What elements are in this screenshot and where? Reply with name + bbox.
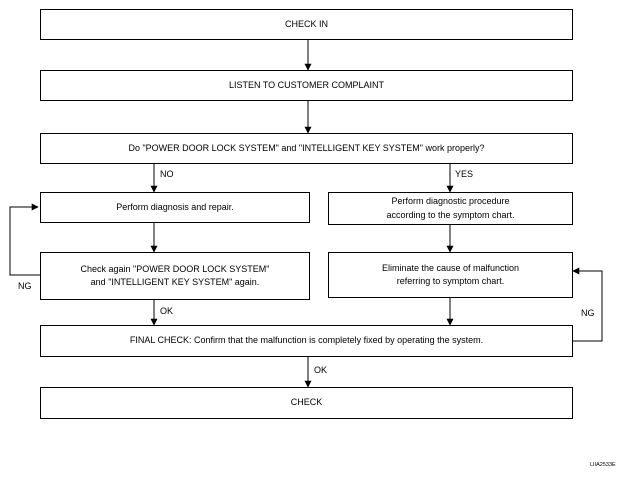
step-final-check: FINAL CHECK: Confirm that the malfunctio…	[40, 325, 573, 357]
step-diagnostic-procedure-line-1: Perform diagnostic procedure	[391, 196, 510, 206]
step-question: Do "POWER DOOR LOCK SYSTEM" and "INTELLI…	[40, 133, 573, 164]
step-check-in-text: CHECK IN	[284, 18, 328, 29]
loop-label-ng-right: NG	[581, 308, 595, 318]
step-diagnosis: Perform diagnosis and repair.	[40, 192, 310, 223]
figure-code: LIIA2533E	[590, 462, 616, 468]
step-eliminate: Eliminate the cause of malfunction refer…	[328, 252, 573, 298]
step-listen-text: LISTEN TO CUSTOMER COMPLAINT	[228, 79, 385, 90]
branch-label-ok-1: OK	[160, 306, 174, 316]
step-eliminate-line-2: referring to symptom chart.	[396, 276, 505, 286]
step-check: CHECK	[40, 387, 573, 419]
branch-label-no: NO	[160, 169, 174, 179]
step-eliminate-line-1: Eliminate the cause of malfunction	[381, 262, 520, 273]
step-check-again-line-2: and "INTELLIGENT KEY SYSTEM" again.	[90, 277, 260, 287]
arrow-ng-loop-right	[572, 267, 603, 342]
branch-label-yes: YES	[455, 169, 474, 179]
step-check-in: CHECK IN	[40, 9, 573, 40]
branch-label-ok-2: OK	[314, 365, 328, 375]
step-diagnosis-text: Perform diagnosis and repair.	[116, 201, 234, 212]
step-diagnostic-procedure-line-2: according to the symptom chart.	[386, 209, 515, 220]
step-check-text: CHECK	[290, 397, 323, 408]
arrow-ng-loop-left	[9, 203, 40, 276]
step-check-again: Check again "POWER DOOR LOCK SYSTEM" and…	[40, 252, 310, 300]
step-final-check-text: FINAL CHECK: Confirm that the malfunctio…	[129, 335, 484, 346]
step-check-again-line-1: Check again "POWER DOOR LOCK SYSTEM"	[80, 263, 270, 274]
step-listen: LISTEN TO CUSTOMER COMPLAINT	[40, 70, 573, 101]
step-question-text: Do "POWER DOOR LOCK SYSTEM" and "INTELLI…	[128, 142, 485, 153]
step-diagnostic-procedure: Perform diagnostic procedure according t…	[328, 192, 573, 225]
loop-label-ng-left: NG	[18, 281, 32, 291]
